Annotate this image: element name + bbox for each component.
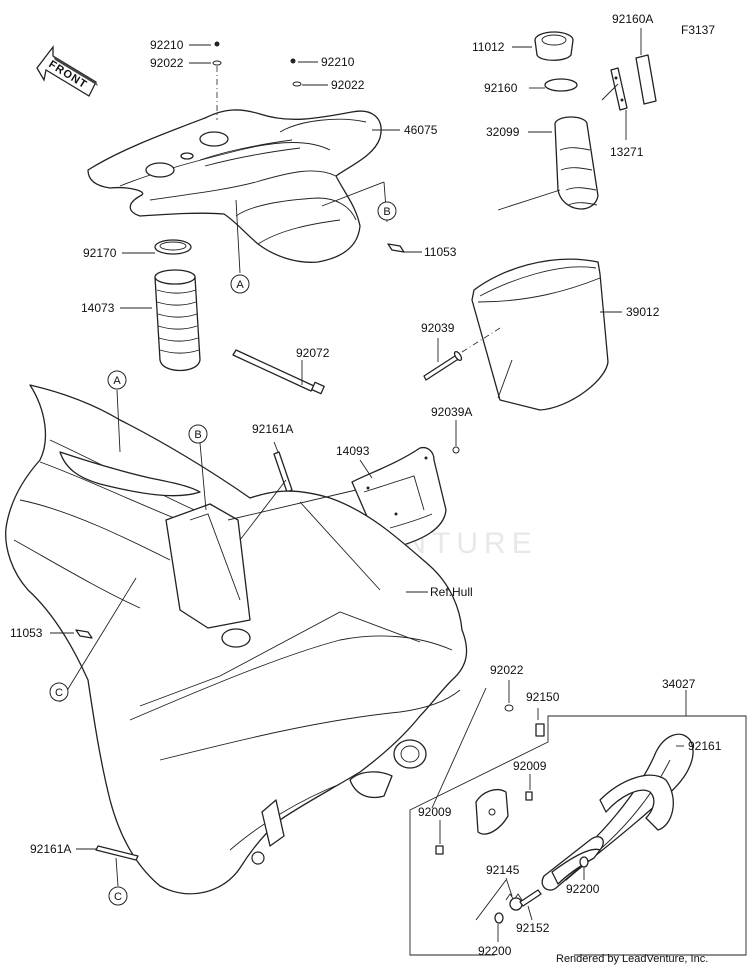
screw-92210-right: [290, 58, 302, 87]
screw-92009-left-part: [435, 845, 444, 855]
screw-92009-right-part: [525, 791, 533, 801]
label-92009-left[interactable]: 92009: [418, 805, 452, 819]
label-14073[interactable]: 14073: [81, 301, 115, 315]
label-92152[interactable]: 92152: [516, 921, 550, 935]
label-92039[interactable]: 92039: [421, 321, 455, 335]
ref-circle-B-hull: B: [188, 424, 208, 444]
pin-92152-part: [519, 889, 542, 907]
label-39012[interactable]: 39012: [626, 305, 660, 319]
label-13271[interactable]: 13271: [610, 145, 644, 159]
label-14093[interactable]: 14093: [336, 444, 370, 458]
label-92022-bottom[interactable]: 92022: [490, 663, 524, 677]
washer-92200-left-part: [494, 912, 504, 924]
label-92161[interactable]: 92161: [688, 739, 722, 753]
duct-32099-part: [554, 116, 599, 210]
grab-handle-part: [541, 836, 604, 891]
label-92022-left[interactable]: 92022: [150, 56, 184, 70]
tie-92072-part: [232, 349, 325, 395]
label-92150[interactable]: 92150: [526, 690, 560, 704]
strip-92161A-top-part: [273, 451, 293, 493]
label-11053-top[interactable]: 11053: [424, 245, 457, 259]
clip-11053-top-part: [387, 243, 405, 253]
strip-92161A-bottom-part: [95, 845, 139, 861]
ref-circle-C-bottom: C: [108, 886, 128, 906]
clip-11053-left-part: [75, 629, 93, 639]
ref-circle-B-top: B: [377, 201, 397, 221]
ref-letter: B: [194, 429, 201, 441]
screw-92150-part: [504, 704, 545, 737]
ref-circle-A-hull: A: [107, 370, 127, 390]
label-34027[interactable]: 34027: [662, 677, 696, 691]
label-92210-right[interactable]: 92210: [321, 55, 355, 69]
clamp-92170-part: [154, 239, 192, 255]
ref-letter: C: [55, 687, 63, 699]
label-92200-right[interactable]: 92200: [566, 882, 600, 896]
strip-92160A-part: [635, 54, 657, 105]
screw-92039A-part: [452, 446, 460, 454]
label-92022-right[interactable]: 92022: [331, 78, 365, 92]
front-arrow: FRONT: [36, 45, 98, 97]
label-ref-hull[interactable]: Ref.Hull: [430, 585, 473, 599]
hose-14073-part: [154, 269, 201, 372]
footer-credit: Rendered by LeadVenture, Inc.: [556, 953, 708, 965]
handle-assembly-box: [409, 690, 747, 956]
ref-letter: B: [383, 206, 390, 218]
ref-circle-C-left: C: [49, 682, 69, 702]
ref-letter: A: [113, 375, 121, 387]
label-11053-left[interactable]: 11053: [10, 626, 43, 640]
figure-code: F3137: [681, 23, 715, 37]
label-11012[interactable]: 11012: [472, 40, 505, 54]
label-92210-left[interactable]: 92210: [150, 38, 184, 52]
leader-lines: [50, 28, 684, 942]
label-92161A-top[interactable]: 92161A: [252, 422, 293, 436]
ref-letter: C: [114, 891, 122, 903]
spring-92145-part: [505, 893, 523, 911]
label-92161A-bottom[interactable]: 92161A: [30, 842, 71, 856]
screw-92210-left: [212, 41, 222, 120]
label-92160A[interactable]: 92160A: [612, 12, 653, 26]
seal-92160-part: [544, 78, 578, 92]
label-92072[interactable]: 92072: [296, 346, 330, 360]
label-92170[interactable]: 92170: [83, 246, 117, 260]
ref-letter: A: [236, 279, 244, 291]
label-92160[interactable]: 92160: [484, 81, 518, 95]
label-92145[interactable]: 92145: [486, 863, 520, 877]
label-92200-left[interactable]: 92200: [478, 944, 512, 958]
rivet-92039-part: [423, 327, 501, 381]
label-46075[interactable]: 46075: [404, 123, 438, 137]
ref-circle-A-top: A: [230, 274, 250, 294]
box-39012-part: [471, 258, 609, 411]
storage-cover-part: [87, 109, 382, 263]
cap-11012-part: [534, 31, 574, 61]
label-92009-right[interactable]: 92009: [513, 759, 547, 773]
hull-part: [5, 384, 468, 895]
label-92039A[interactable]: 92039A: [431, 405, 472, 419]
hinge-bracket-part: [475, 788, 509, 835]
bracket-13271-part: [610, 67, 628, 111]
washer-92200-right-part: [579, 856, 589, 868]
label-32099[interactable]: 32099: [486, 125, 520, 139]
